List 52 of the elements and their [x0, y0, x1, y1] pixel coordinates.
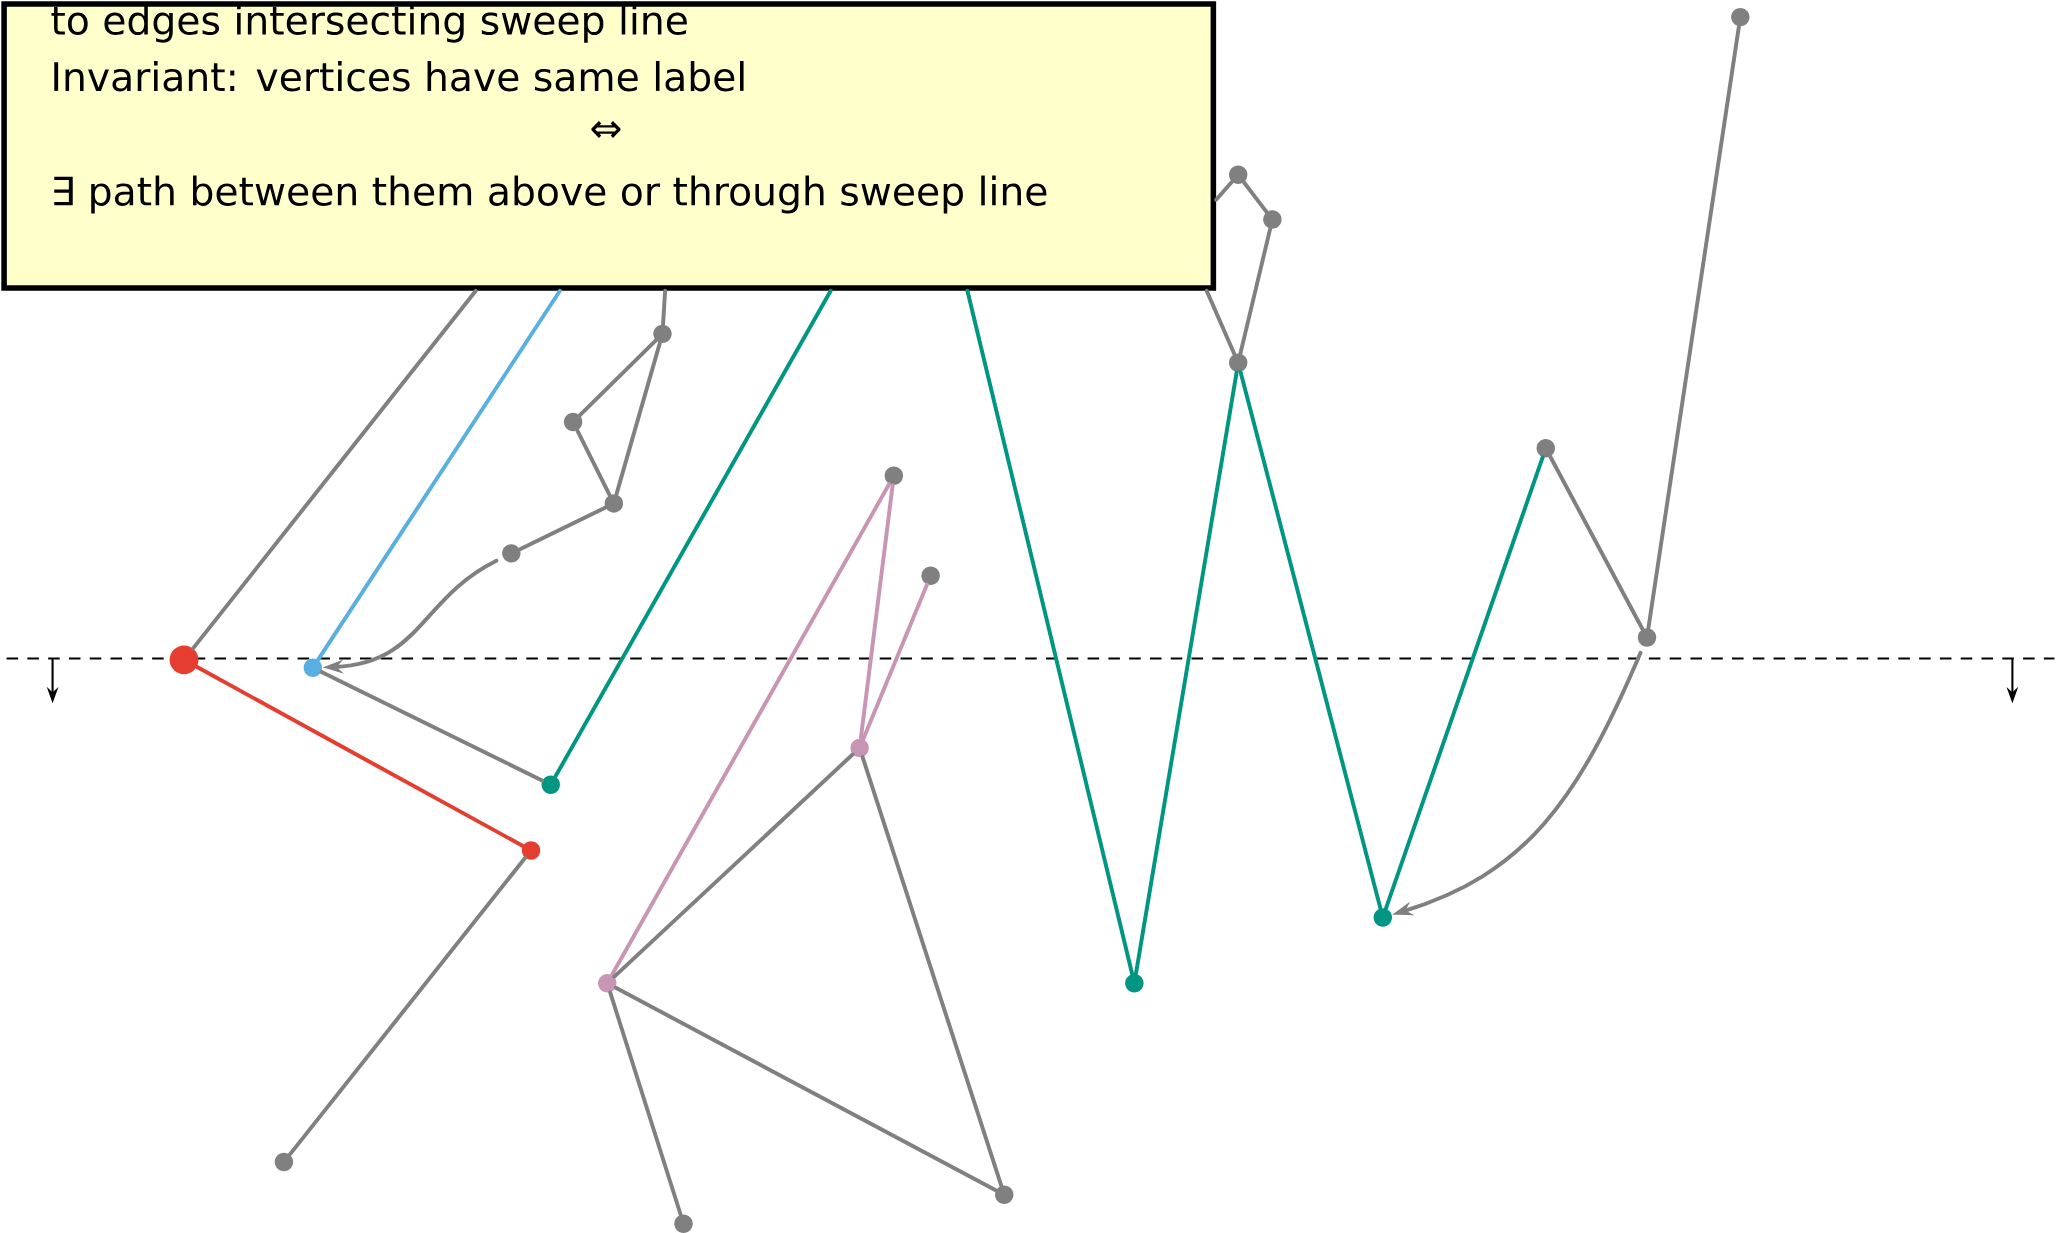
graph-edge	[518, 505, 608, 552]
vertex-dot	[995, 1185, 1014, 1205]
graph-edge	[1238, 227, 1273, 356]
graph-edge	[613, 985, 998, 1193]
vertex-dot	[850, 738, 869, 758]
graph-edge	[610, 482, 892, 977]
graph-edge	[191, 288, 478, 651]
vertex-dot	[1731, 7, 1750, 27]
vertex-dot	[1373, 908, 1392, 927]
graph-edge	[575, 428, 612, 497]
graph-edge	[287, 856, 527, 1157]
graph-edge	[861, 582, 929, 741]
vertex-dot	[598, 974, 617, 993]
vertex-dot	[604, 494, 624, 513]
vertex-dot	[541, 775, 560, 794]
vertex-dot	[169, 645, 199, 675]
graph-edge	[661, 288, 668, 327]
vertex-dot	[1229, 165, 1248, 185]
graph-edge	[1134, 370, 1239, 976]
vertex-dot	[521, 841, 541, 860]
graph-edge	[319, 670, 545, 783]
graph-edge	[316, 288, 562, 662]
vertex-dot	[1263, 210, 1282, 229]
vertex-dot	[1637, 628, 1657, 647]
vertex-dot	[502, 544, 521, 563]
vertex-dot	[1536, 439, 1555, 458]
graph-edge	[1384, 455, 1545, 911]
graph-edge	[1238, 370, 1383, 911]
graph-edge	[1204, 288, 1237, 356]
graph-edge	[1214, 180, 1234, 202]
vertex-dot	[1125, 974, 1144, 993]
graph-edge	[1646, 24, 1741, 630]
graph-edge	[608, 990, 683, 1217]
graph-edge	[1242, 180, 1269, 214]
vertex-dot	[674, 1214, 693, 1233]
vertex-dot	[884, 466, 903, 486]
vertex-dot	[921, 566, 940, 585]
graph-edge	[614, 341, 662, 497]
graph-edge	[858, 483, 895, 741]
graph-edge	[965, 288, 1135, 976]
graph-edge	[195, 665, 525, 848]
vertex-dot	[274, 1152, 294, 1172]
vertex-dot	[303, 658, 323, 677]
vertex-dot	[563, 412, 583, 432]
vertex-dot	[1229, 353, 1248, 372]
graph-edge	[578, 338, 658, 418]
note-box: to edges intersecting sweep line Invariant: vertices have same label ⇔ ∃ path between them above or through sweep line	[1, 1, 1217, 291]
graph-edge	[860, 755, 1004, 1188]
graph-edge	[1548, 454, 1645, 631]
vertex-dot	[653, 324, 672, 344]
graph-edge	[553, 288, 833, 779]
graph-edge	[612, 752, 855, 979]
